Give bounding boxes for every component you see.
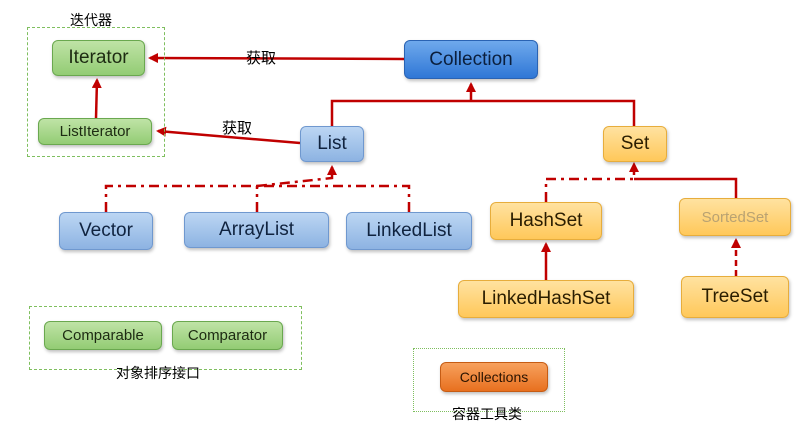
edge-list-set-collection: [330, 99, 636, 126]
set-node[interactable]: Set: [603, 126, 667, 162]
compare-interfaces-group: [29, 306, 302, 370]
edge-trunk-list: [256, 165, 337, 188]
list-node[interactable]: List: [300, 126, 364, 162]
treeset-node[interactable]: TreeSet: [681, 276, 789, 318]
sortedset-node[interactable]: SortedSet: [679, 198, 791, 236]
iterators-group-caption: 迭代器: [70, 13, 112, 29]
arraylist-node[interactable]: ArrayList: [184, 212, 329, 248]
list-iterator-node[interactable]: ListIterator: [38, 118, 152, 145]
container-tools-group: [413, 348, 565, 412]
edge-hashset-set: [544, 162, 639, 202]
hashset-node[interactable]: HashSet: [490, 202, 602, 240]
collection-node[interactable]: Collection: [404, 40, 538, 79]
edge-label-list-listiterator: 获取: [222, 119, 253, 137]
comparable-node[interactable]: Comparable: [44, 321, 162, 350]
edge-label-collection-iterator: 获取: [246, 49, 277, 67]
edge-collection-iterator: [148, 53, 405, 64]
edge-listiterator-iterator: [91, 78, 102, 119]
edge-sortedset-set: [634, 177, 738, 198]
iterators-group: [27, 27, 165, 157]
iterator-node[interactable]: Iterator: [52, 40, 145, 76]
compare-interfaces-group-caption: 对象排序接口: [116, 366, 200, 382]
container-tools-group-caption: 容器工具类: [452, 407, 522, 423]
vector-node[interactable]: Vector: [59, 212, 153, 250]
collections-node[interactable]: Collections: [440, 362, 548, 392]
linkedhashset-node[interactable]: LinkedHashSet: [458, 280, 634, 318]
comparator-node[interactable]: Comparator: [172, 321, 283, 350]
edge-list-listiterator: [156, 126, 301, 145]
linkedlist-node[interactable]: LinkedList: [346, 212, 472, 250]
